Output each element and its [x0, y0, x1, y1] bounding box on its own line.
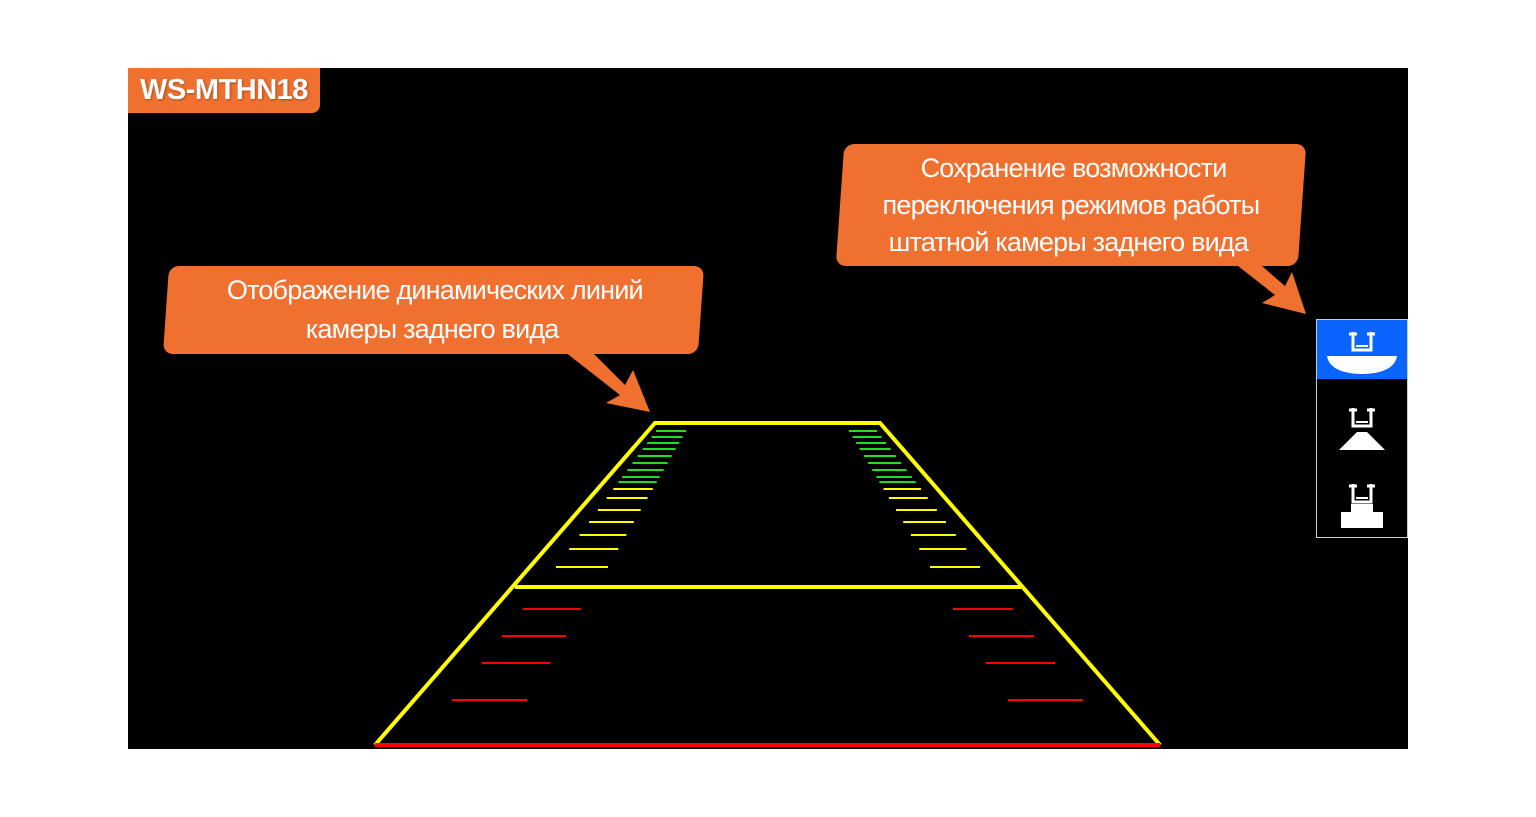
- callout-line: Отображение динамических линий: [226, 275, 643, 305]
- callout-camera-modes: Сохранение возможности переключения режи…: [835, 144, 1307, 266]
- mode-top-down-view-button[interactable]: [1317, 476, 1407, 535]
- standard-view-icon: [1339, 407, 1385, 450]
- callout-line: Сохранение возможности: [920, 152, 1227, 183]
- arrow-to-guidelines: [565, 352, 650, 412]
- wide-view-icon: [1327, 331, 1397, 374]
- guide-outline: [373, 421, 1162, 747]
- camera-mode-panel: [1316, 319, 1408, 538]
- top-down-view-icon: [1341, 483, 1383, 528]
- arrow-to-modes: [1238, 266, 1306, 314]
- mode-standard-view-button[interactable]: [1317, 398, 1407, 457]
- callout-line: штатной камеры заднего вида: [888, 226, 1249, 257]
- callout-line: камеры заднего вида: [305, 314, 559, 344]
- callout-dynamic-lines: Отображение динамических линий камеры за…: [162, 266, 705, 354]
- callout-line: переключения режимов работы: [882, 189, 1260, 220]
- model-badge: WS-MTHN18: [128, 68, 320, 113]
- mode-wide-view-button[interactable]: [1317, 320, 1407, 379]
